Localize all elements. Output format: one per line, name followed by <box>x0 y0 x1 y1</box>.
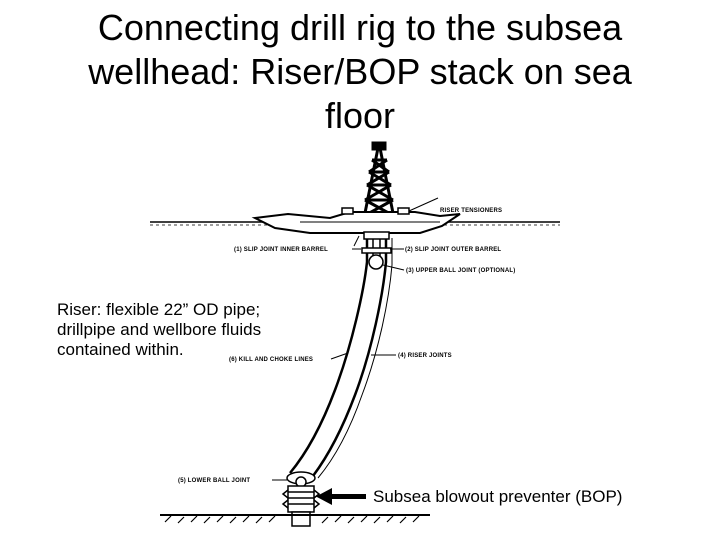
title-line-1: Connecting drill rig to the subsea <box>97 7 623 48</box>
riser-pipe <box>289 232 388 477</box>
note-line-2: drillpipe and wellbore fluids <box>57 320 262 339</box>
title-line-2: wellhead: Riser/BOP stack on sea <box>88 51 632 92</box>
sea-floor <box>160 514 430 524</box>
label-lower-ball-joint: (5) LOWER BALL JOINT <box>178 478 250 484</box>
bop-stack <box>281 485 321 527</box>
drilling-vessel <box>251 207 461 234</box>
label-riser-joints: (4) RISER JOINTS <box>398 353 452 359</box>
title-line-3: floor <box>324 95 396 136</box>
bop-label: Subsea blowout preventer (BOP) <box>373 487 623 506</box>
note-line-3: contained within. <box>57 340 184 359</box>
label-slip-joint-outer: (2) SLIP JOINT OUTER BARREL <box>405 247 501 253</box>
bop-arrow <box>316 488 366 505</box>
label-upper-ball-joint: (3) UPPER BALL JOINT (OPTIONAL) <box>406 268 515 274</box>
lower-ball-joint <box>286 471 316 488</box>
label-kill-choke: (6) KILL AND CHOKE LINES <box>229 357 313 363</box>
slide-title: Connecting drill rig to the subsea wellh… <box>0 6 720 138</box>
kill-choke-line <box>317 238 393 479</box>
note-line-1: Riser: flexible 22” OD pipe; <box>57 300 261 319</box>
upper-joints <box>353 231 392 270</box>
derrick <box>362 141 396 219</box>
label-slip-joint-inner: (1) SLIP JOINT INNER BARREL <box>234 247 328 253</box>
riser-note: Riser: flexible 22” OD pipe; drillpipe a… <box>57 300 261 360</box>
label-riser-tensioners: RISER TENSIONERS <box>440 208 502 214</box>
